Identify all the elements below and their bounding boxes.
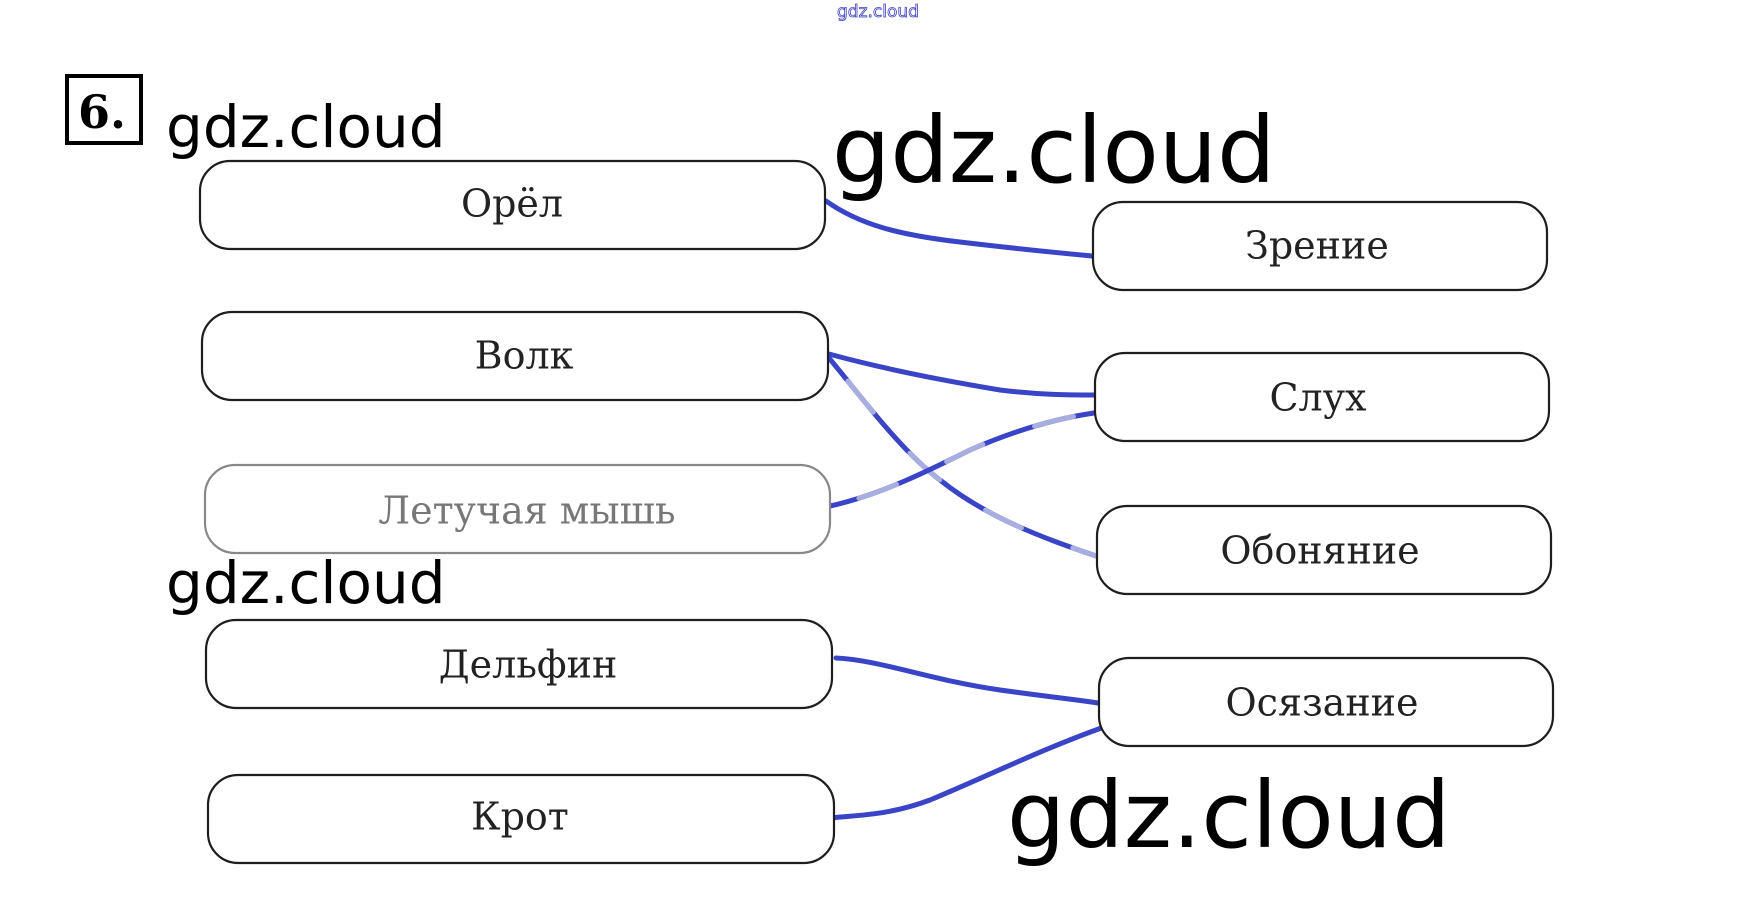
- right-item-box[interactable]: [1095, 504, 1553, 596]
- right-item-touch[interactable]: Осязание: [1097, 656, 1555, 748]
- left-column: Орёл Волк Летучая мышь Дельфин Крот: [198, 159, 836, 865]
- right-item-hearing[interactable]: Слух: [1093, 351, 1551, 443]
- left-item-wolf[interactable]: Волк: [200, 310, 830, 402]
- connection-lines: [823, 198, 1107, 821]
- exercise-number-text: 6.: [78, 85, 126, 139]
- watermark-top: gdz.cloud: [837, 2, 919, 22]
- left-item-label: Орёл: [461, 182, 563, 226]
- connection-line-wolf-hearing: [826, 351, 1097, 398]
- connection-line-mole-touch: [827, 724, 1107, 821]
- left-item-eagle[interactable]: Орёл: [198, 159, 827, 251]
- connection-line-faded-segment: [827, 410, 1097, 509]
- exercise-number: 6.: [65, 74, 143, 145]
- connection-line-dolphin-touch: [833, 655, 1101, 706]
- left-item-mole[interactable]: Крот: [206, 773, 836, 865]
- right-item-label: Обоняние: [1220, 529, 1419, 573]
- connection-line-eagle-sight: [823, 198, 1095, 259]
- connection-line-wolf-smell: [826, 355, 1099, 559]
- watermark: gdz.cloud: [832, 97, 1275, 204]
- right-item-label: Зрение: [1245, 224, 1389, 268]
- right-item-box[interactable]: [1093, 351, 1551, 443]
- right-item-label: Слух: [1269, 376, 1366, 420]
- watermark: gdz.cloud: [166, 549, 446, 617]
- left-item-box[interactable]: [203, 463, 832, 555]
- watermark: gdz.cloud: [166, 93, 446, 161]
- right-item-box[interactable]: [1097, 656, 1555, 748]
- left-item-bat[interactable]: Летучая мышь: [203, 463, 832, 555]
- left-item-box[interactable]: [198, 159, 827, 251]
- right-item-sight[interactable]: Зрение: [1091, 200, 1549, 292]
- left-item-box[interactable]: [206, 773, 836, 865]
- right-item-label: Осязание: [1226, 681, 1419, 725]
- left-item-label: Крот: [471, 795, 569, 839]
- left-item-dolphin[interactable]: Дельфин: [204, 618, 834, 710]
- connection-line-faded-segment: [826, 355, 1099, 559]
- exercise-number-box: [65, 74, 143, 145]
- right-item-box[interactable]: [1091, 200, 1549, 292]
- right-item-smell[interactable]: Обоняние: [1095, 504, 1553, 596]
- left-item-label: Летучая мышь: [378, 489, 675, 533]
- left-item-box[interactable]: [204, 618, 834, 710]
- left-item-box[interactable]: [200, 310, 830, 402]
- left-item-label: Волк: [475, 334, 574, 378]
- left-item-label: Дельфин: [439, 643, 618, 687]
- right-column: Зрение Слух Обоняние Осязание: [1091, 200, 1555, 748]
- watermark: gdz.cloud: [1007, 762, 1450, 869]
